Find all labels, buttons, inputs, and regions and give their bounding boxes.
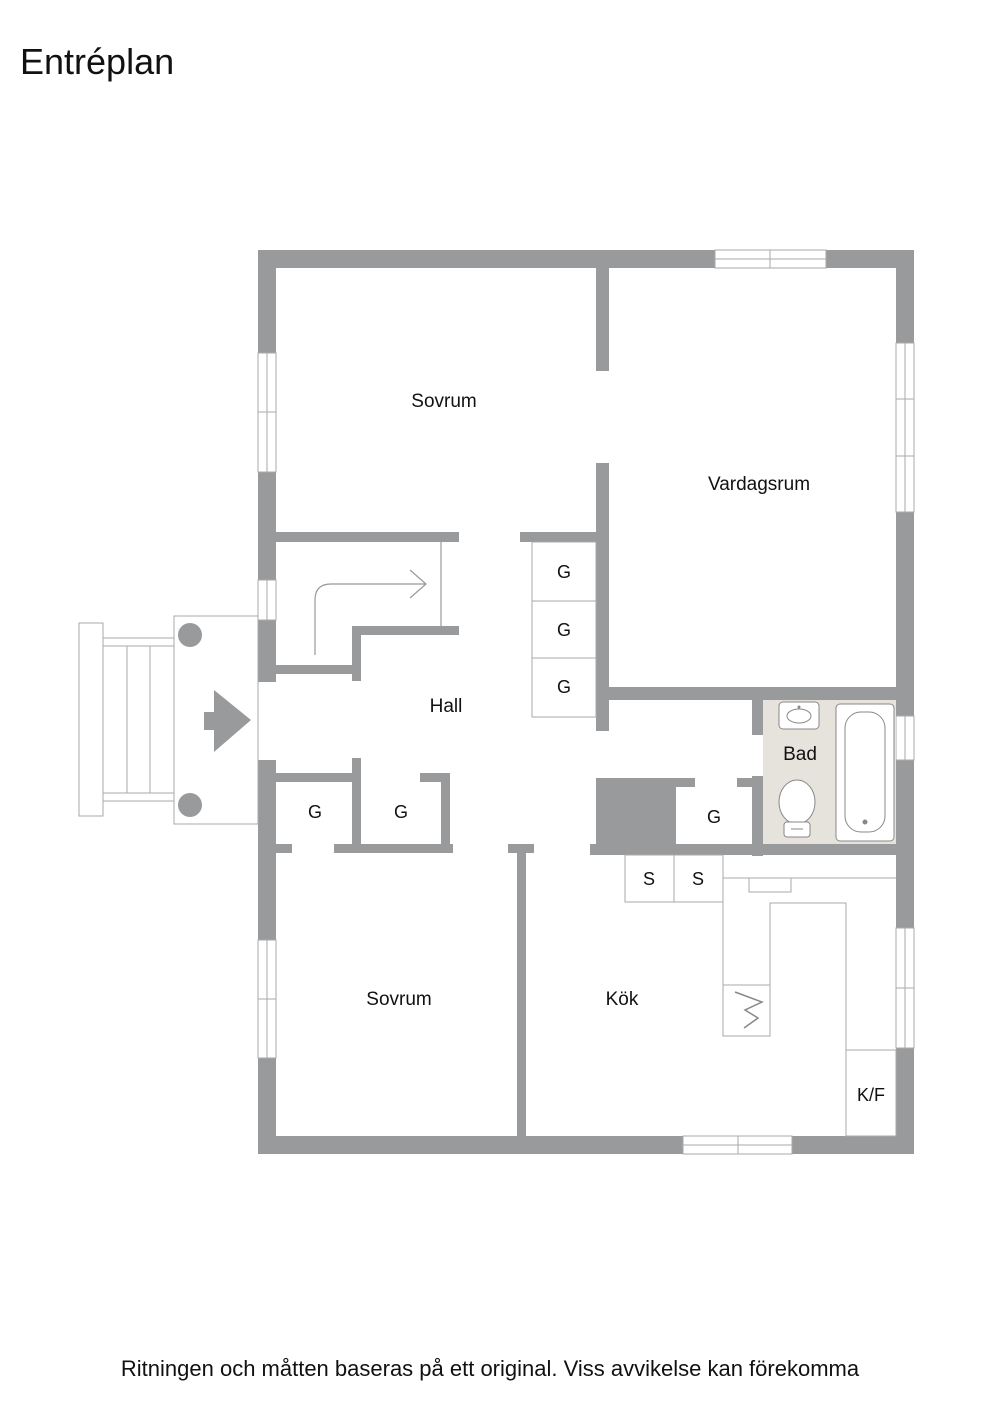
window-left-top	[257, 352, 277, 473]
sink-icon	[778, 701, 820, 730]
room-label-sovrum-top: Sovrum	[411, 391, 476, 412]
room-label-vardagsrum: Vardagsrum	[708, 474, 810, 495]
closet-label: G	[557, 562, 571, 582]
pillar-top	[178, 623, 202, 647]
stair-direction-icon	[314, 542, 442, 655]
window-top	[714, 249, 827, 269]
window-bottom	[682, 1135, 793, 1155]
window-left-hall	[257, 579, 277, 621]
closet-label: G	[394, 802, 408, 822]
window-right-top	[895, 342, 915, 513]
entry-arrow-icon	[204, 690, 251, 752]
window-left-bottom	[257, 939, 277, 1059]
disclaimer-footer: Ritningen och måtten baseras på ett orig…	[120, 1356, 860, 1381]
outer-walls	[258, 250, 914, 1154]
room-label-hall: Hall	[430, 696, 463, 717]
closet-label: G	[557, 677, 571, 697]
room-label-bad: Bad	[783, 744, 817, 765]
page-title: Entréplan	[20, 41, 175, 82]
closet-label: G	[557, 620, 571, 640]
storage-units	[624, 854, 724, 903]
fridge-freezer	[845, 1049, 897, 1137]
stove-icon	[722, 984, 771, 1037]
storage-label: S	[692, 869, 704, 889]
toilet-icon	[778, 779, 816, 838]
closet-label: G	[707, 807, 721, 827]
windows	[257, 249, 915, 1155]
storage-label: S	[643, 869, 655, 889]
window-right-bath	[895, 715, 915, 761]
pillar-bottom	[178, 793, 202, 817]
room-label-sovrum-bottom: Sovrum	[366, 989, 431, 1010]
room-label-kok: Kök	[606, 989, 639, 1010]
entrance-porch	[78, 615, 259, 825]
closet-label: G	[308, 802, 322, 822]
interior-walls	[276, 268, 896, 1136]
window-right-kitchen	[895, 927, 915, 1049]
fridge-freezer-label: K/F	[857, 1085, 885, 1105]
bathtub-icon	[835, 703, 895, 842]
wardrobe-column	[531, 541, 597, 718]
